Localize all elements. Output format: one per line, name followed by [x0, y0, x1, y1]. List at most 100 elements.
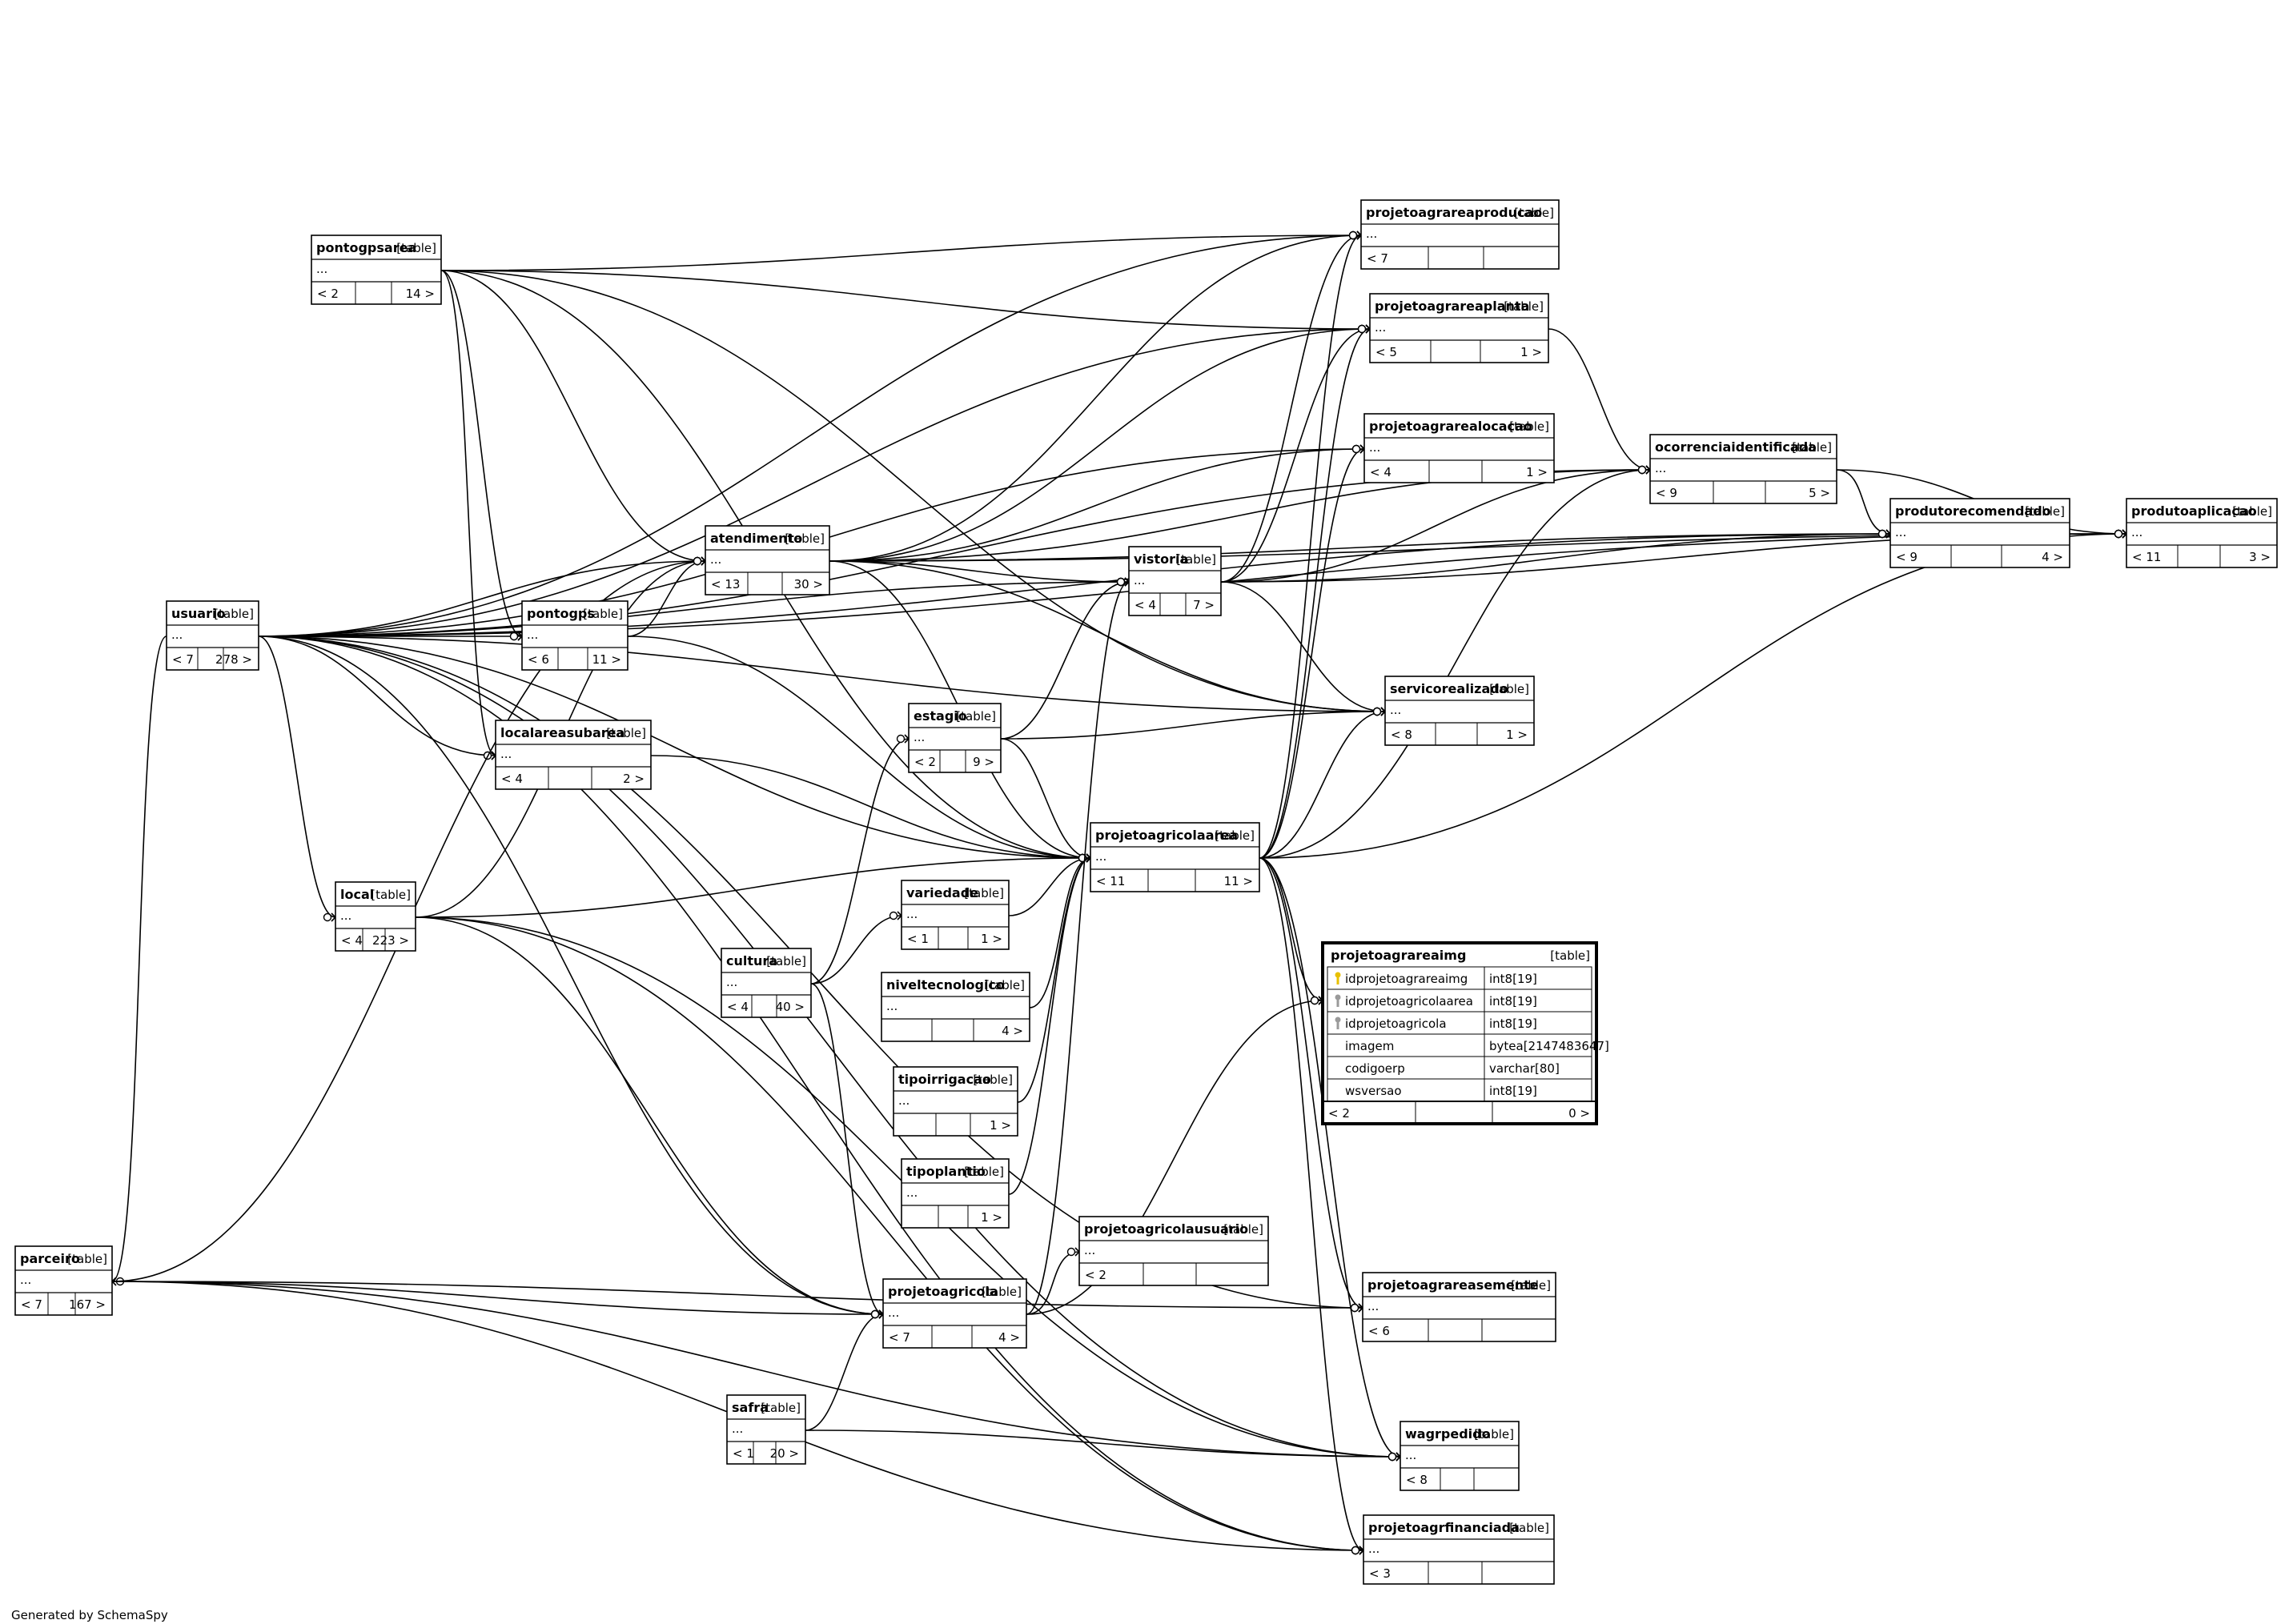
table-wagrpedido[interactable]: wagrpedido[table]...< 8 — [1400, 1421, 1520, 1491]
estagio-children-link[interactable]: 9 > — [973, 755, 994, 769]
usuario-children-link[interactable]: 278 > — [215, 652, 252, 667]
projetoagricolaarea-parents-link[interactable]: < 11 — [1096, 874, 1125, 888]
variedade-parents-link[interactable]: < 1 — [907, 932, 929, 946]
table-name[interactable]: safra — [732, 1400, 769, 1415]
table-name[interactable]: atendimento — [710, 531, 802, 546]
table-projetoagrareaimg-focused[interactable]: projetoagrareaimg[table]idprojetoagrarea… — [1321, 941, 1609, 1125]
projetoagricolaarea-children-link[interactable]: 11 > — [1224, 874, 1253, 888]
cultura-children-link[interactable]: 40 > — [776, 1000, 805, 1014]
table-name[interactable]: produtoaplicacao — [2131, 503, 2257, 519]
table-name[interactable]: projetoagrarealocacao — [1369, 419, 1532, 434]
variedade-children-link[interactable]: 1 > — [981, 932, 1002, 946]
table-name[interactable]: tipoplantio — [906, 1164, 986, 1179]
table-projetoagricolausuario[interactable]: projetoagricolausuario[table]...< 2 — [1078, 1216, 1269, 1286]
servicorealizado-parents-link[interactable]: < 8 — [1391, 728, 1412, 742]
table-name[interactable]: niveltecnologico — [886, 977, 1005, 992]
projetoagricola-children-link[interactable]: 4 > — [998, 1330, 1020, 1345]
table-projetoagrareaproducao[interactable]: projetoagrareaproducao[table]...< 7 — [1360, 199, 1560, 270]
atendimento-children-link[interactable]: 30 > — [794, 577, 823, 591]
table-name[interactable]: estagio — [914, 708, 967, 724]
produtorecomendado-parents-link[interactable]: < 9 — [1896, 550, 1918, 564]
table-name[interactable]: local — [340, 887, 374, 902]
projetoagrareasemente-parents-link[interactable]: < 6 — [1368, 1324, 1390, 1338]
table-projetoagrareasemente[interactable]: projetoagrareasemente[table]...< 6 — [1362, 1272, 1556, 1342]
table-name[interactable]: servicorealizado — [1390, 681, 1508, 696]
table-name[interactable]: pontogpsarea — [316, 240, 416, 255]
table-name[interactable]: projetoagricolausuario — [1084, 1221, 1248, 1237]
produtoaplicacao-children-link[interactable]: 3 > — [2249, 550, 2271, 564]
local-children-link[interactable]: 223 > — [372, 933, 409, 948]
table-name[interactable]: produtorecomendado — [1895, 503, 2051, 519]
vistoria-children-link[interactable]: 7 > — [1193, 598, 1215, 612]
projetoagrareaplanta-children-link[interactable]: 1 > — [1520, 345, 1542, 359]
table-name[interactable]: vistoria — [1134, 551, 1188, 567]
table-niveltecnologico[interactable]: niveltecnologico[table]...4 > — [881, 972, 1030, 1042]
localareasubarea-parents-link[interactable]: < 4 — [501, 772, 523, 786]
vistoria-parents-link[interactable]: < 4 — [1134, 598, 1156, 612]
parceiro-children-link[interactable]: 167 > — [69, 1297, 106, 1312]
projetoagrarealocacao-parents-link[interactable]: < 4 — [1370, 465, 1391, 479]
local-parents-link[interactable]: < 4 — [341, 933, 363, 948]
table-tipoplantio[interactable]: tipoplantio[table]...1 > — [901, 1158, 1010, 1229]
focused-parents-link[interactable]: < 2 — [1328, 1106, 1350, 1121]
ocorrenciaidentificada-parents-link[interactable]: < 9 — [1656, 486, 1677, 500]
wagrpedido-parents-link[interactable]: < 8 — [1406, 1473, 1428, 1487]
table-name[interactable]: projetoagrareaplanta — [1375, 299, 1529, 314]
safra-children-link[interactable]: 20 > — [770, 1446, 799, 1461]
pontogps-parents-link[interactable]: < 6 — [528, 652, 549, 667]
table-name[interactable]: pontogps — [527, 606, 595, 621]
table-name[interactable]: variedade — [906, 885, 978, 900]
localareasubarea-children-link[interactable]: 2 > — [623, 772, 645, 786]
table-name[interactable]: projetoagricola — [888, 1284, 998, 1299]
table-name[interactable]: usuario — [171, 606, 225, 621]
produtoaplicacao-parents-link[interactable]: < 11 — [2132, 550, 2161, 564]
safra-parents-link[interactable]: < 1 — [733, 1446, 754, 1461]
projetoagrareaplanta-parents-link[interactable]: < 5 — [1375, 345, 1397, 359]
parceiro-parents-link[interactable]: < 7 — [21, 1297, 42, 1312]
servicorealizado-children-link[interactable]: 1 > — [1506, 728, 1528, 742]
focused-table-name[interactable]: projetoagrareaimg — [1331, 948, 1466, 963]
table-name[interactable]: tipoirrigacao — [898, 1072, 991, 1087]
produtorecomendado-children-link[interactable]: 4 > — [2042, 550, 2063, 564]
table-name[interactable]: projetoagrareaproducao — [1366, 205, 1542, 220]
pontogps-children-link[interactable]: 11 > — [592, 652, 621, 667]
table-projetoagrfinanciada[interactable]: projetoagrfinanciada[table]...< 3 — [1363, 1514, 1555, 1585]
niveltecnologico-children-link[interactable]: 4 > — [1002, 1024, 1023, 1038]
table-name[interactable]: wagrpedido — [1405, 1426, 1491, 1442]
projetoagrareaproducao-parents-link[interactable]: < 7 — [1367, 251, 1388, 266]
table-name[interactable]: cultura — [726, 953, 777, 968]
projetoagricolausuario-parents-link[interactable]: < 2 — [1085, 1268, 1106, 1282]
estagio-parents-link[interactable]: < 2 — [914, 755, 936, 769]
projetoagricola-parents-link[interactable]: < 7 — [889, 1330, 910, 1345]
tipoirrigacao-children-link[interactable]: 1 > — [990, 1118, 1011, 1133]
table-name[interactable]: parceiro — [20, 1251, 80, 1266]
table-name[interactable]: projetoagricolaarea — [1095, 828, 1238, 843]
table-name[interactable]: ocorrenciaidentificada — [1655, 439, 1817, 455]
projetoagrfinanciada-parents-link[interactable]: < 3 — [1369, 1566, 1391, 1581]
usuario-parents-link[interactable]: < 7 — [172, 652, 194, 667]
ocorrenciaidentificada-children-link[interactable]: 5 > — [1809, 486, 1830, 500]
table-name[interactable]: localareasubarea — [500, 725, 624, 740]
tipoplantio-children-link[interactable]: 1 > — [981, 1210, 1002, 1225]
table-tipoirrigacao[interactable]: tipoirrigacao[table]...1 > — [893, 1066, 1018, 1137]
focused-children-link[interactable]: 0 > — [1568, 1106, 1590, 1121]
